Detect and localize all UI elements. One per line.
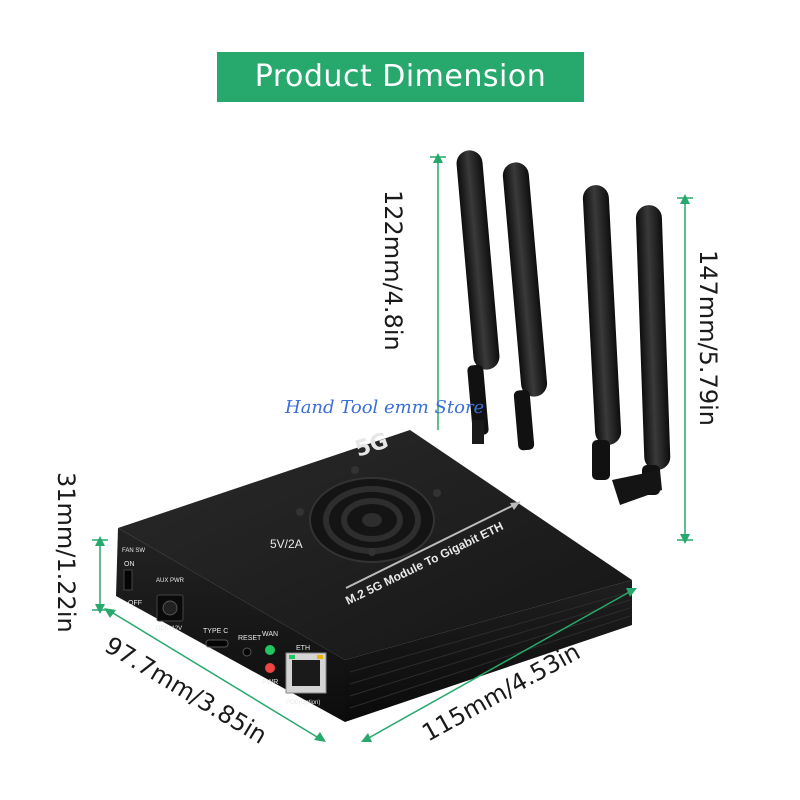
reset-button[interactable] [242,647,252,657]
type-c-label: TYPE C [203,628,228,635]
antenna-2 [502,162,548,451]
product-dimension-banner: Product Dimension [217,52,584,102]
antenna-1 [456,150,500,444]
total-height-label: 147mm/5.79in [694,250,722,426]
eth-label: ETH [296,645,310,652]
reset-label: RESET [238,635,262,642]
antenna-4 [612,205,671,505]
type-c-port[interactable] [205,639,229,648]
pwr-label: PWR [262,679,278,686]
dimension-arrowheads [95,153,690,742]
side-ridges [349,591,631,709]
power-rating-label: 5V/2A [270,537,303,551]
on-label: ON [124,561,135,568]
store-watermark: Hand Tool emm Store [284,397,484,418]
banner-title: Product Dimension [254,59,547,94]
poe-label: POE(Option) [286,700,320,706]
fan-sw-label: FAN SW [122,548,145,554]
aux-pwr-label: AUX PWR [156,578,185,584]
off-label: OFF [128,600,142,607]
body-height-label: 31mm/1.22in [52,472,80,633]
dc-label: DC5~12V [156,626,182,632]
pwr-led [265,663,275,673]
wan-label: WAN [262,631,278,638]
antenna-height-label: 122mm/4.8in [379,190,407,351]
front-panel: FAN SW ON OFF AUX PWR DC5~12V TYPE C RES… [122,548,327,706]
antenna-3 [582,185,622,480]
wan-led [265,645,275,655]
fan-grille [296,466,441,563]
fan-switch[interactable] [123,569,133,591]
